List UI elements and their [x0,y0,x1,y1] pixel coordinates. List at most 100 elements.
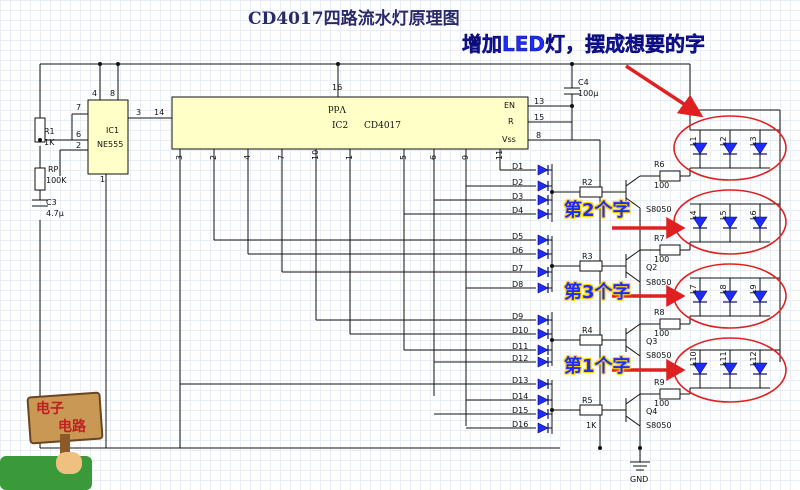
led-5 [722,216,738,229]
ic2-label: IC2 [332,121,348,131]
ic1-label: IC1 [106,126,119,135]
label-second-char: 第2个字 [564,200,631,221]
ic2-pin-5: 5 [399,155,408,160]
ic2-pin-1: 1 [345,155,354,160]
diode-13 [537,378,549,390]
diagram-title: CD4017四路流水灯原理图 [248,9,460,29]
ic2-r: R [508,117,514,126]
ic1-pin-4: 4 [92,89,97,98]
led-2 [722,142,738,155]
led-8 [722,290,738,303]
ic2-vdd: Vdd [328,103,347,113]
ic2-en: EN [504,101,515,110]
diode-10 [537,328,549,340]
ic2-pin-4: 4 [243,155,252,160]
c4-label: C4 [578,78,589,87]
led-1 [692,142,708,155]
led-label-8: L8 [719,284,728,294]
r4-label: R4 [582,326,593,335]
rp-value: 100K [46,176,67,185]
diode-label-6: D6 [512,246,523,255]
ic2-pin-9: 9 [461,155,470,160]
diode-6 [537,248,549,260]
led-label-10: L10 [689,351,698,366]
ic2-pin-16: 16 [332,83,342,92]
q2-label: Q2 [646,263,657,272]
led-label-3: L3 [749,136,758,146]
logo-post [60,434,70,468]
led-12 [752,362,768,375]
diode-16 [537,422,549,434]
diode-8 [537,282,549,294]
diode-label-5: D5 [512,232,523,241]
q3-part: S8050 [646,351,671,360]
led-7 [692,290,708,303]
ic1-pin-3: 3 [136,108,141,117]
r7-label: R7 [654,234,665,243]
logo: 电子 电路 [22,388,106,468]
ic2-pin-15: 15 [534,113,544,122]
ic2-pin-8: 8 [536,131,541,140]
r6-value: 100 [654,181,669,190]
q3-label: Q3 [646,337,657,346]
ic2-pin-11: 11 [495,150,504,160]
led-label-11: L11 [719,351,728,366]
annotation-add-leds: 增加LED灯，摆成想要的字 [462,32,706,57]
r2-label: R2 [582,178,593,187]
ic1-pin-1: 1 [100,175,105,184]
ic1-pin-6: 6 [76,130,81,139]
ic2-pin-10: 10 [311,150,320,160]
ic1-pin-8: 8 [110,89,115,98]
diode-label-2: D2 [512,178,523,187]
ic2-part: CD4017 [364,121,401,131]
ic2-pin-7: 7 [277,155,286,160]
q1-part: S8050 [646,205,671,214]
label-first-char: 第1个字 [564,356,631,377]
diode-label-8: D8 [512,280,523,289]
r3-label: R3 [582,252,593,261]
led-11 [722,362,738,375]
diode-label-3: D3 [512,192,523,201]
diode-3 [537,194,549,206]
logo-text-2: 电路 [58,419,86,435]
ic1-pin-2: 2 [76,141,81,150]
rp-label: RP [48,165,59,174]
diode-label-4: D4 [512,206,523,215]
ic1-part: NE555 [97,140,123,149]
r6-label: R6 [654,160,665,169]
led-6 [752,216,768,229]
q4-part: S8050 [646,421,671,430]
r9-label: R9 [654,378,665,387]
led-label-2: L2 [719,136,728,146]
led-label-6: L6 [749,210,758,220]
diode-11 [537,344,549,356]
r8-value: 100 [654,329,669,338]
diode-9 [537,314,549,326]
label-third-char: 第3个字 [564,282,631,303]
c4-value: 100μ [578,89,598,98]
diode-4 [537,208,549,220]
r5-label: R5 [582,396,593,405]
diode-label-16: D16 [512,420,528,429]
r5-value: 1K [586,421,597,430]
gnd-label: GND [630,475,648,484]
led-3 [752,142,768,155]
led-label-7: L7 [689,284,698,294]
led-label-4: L4 [689,210,698,220]
q4-label: Q4 [646,407,657,416]
diode-label-15: D15 [512,406,528,415]
ic2-pin-3: 3 [175,155,184,160]
led-4 [692,216,708,229]
led-label-12: L12 [749,351,758,366]
diode-label-13: D13 [512,376,528,385]
diode-label-9: D9 [512,312,523,321]
diode-label-12: D12 [512,354,528,363]
diode-5 [537,234,549,246]
diode-12 [537,356,549,368]
r1-value: 1K [44,138,55,147]
r8-label: R8 [654,308,665,317]
